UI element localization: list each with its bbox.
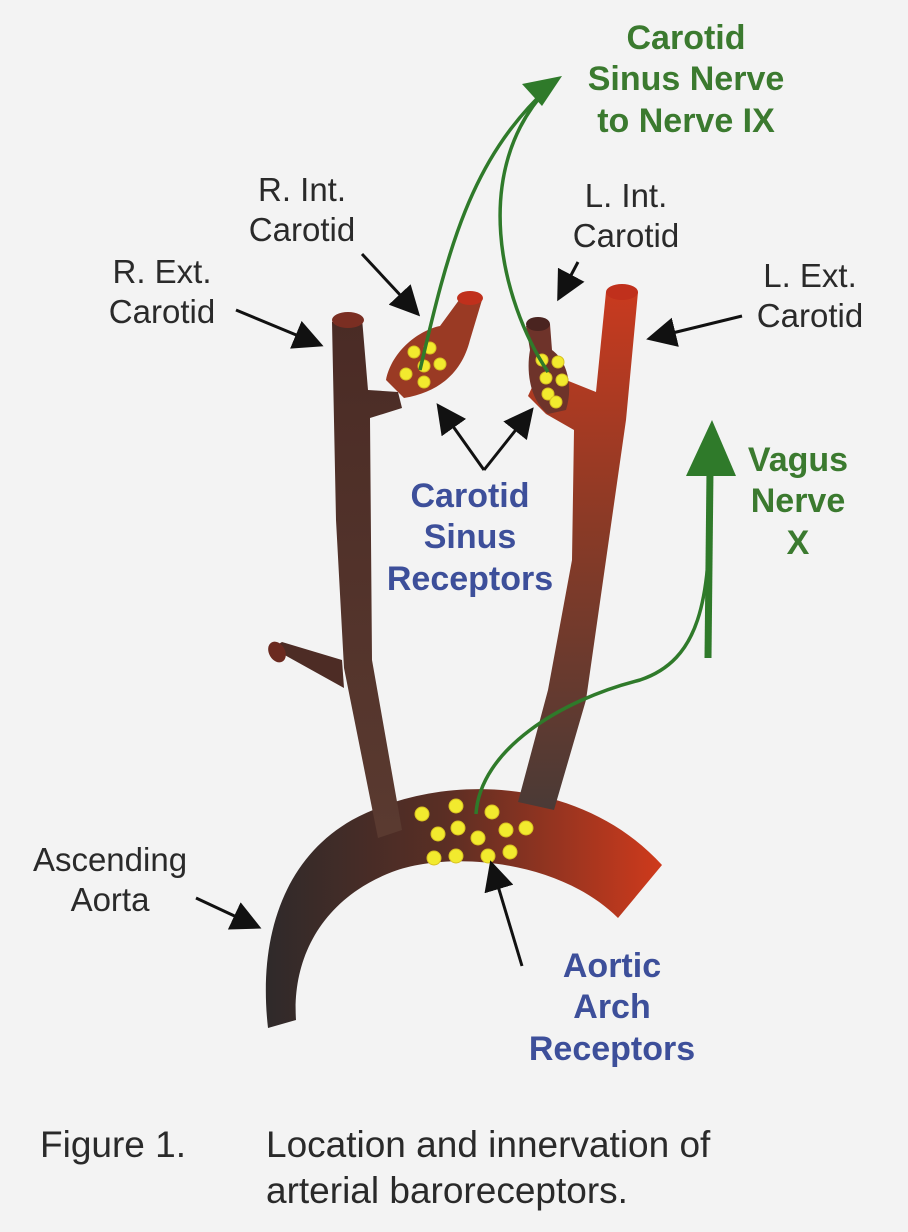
receptor-dot	[470, 830, 486, 846]
receptor-dot	[417, 375, 431, 389]
receptor-dot	[549, 395, 563, 409]
label-line: Aortic	[562, 947, 662, 985]
label-line: Ascending	[32, 841, 188, 878]
l-carotid-sinus-nerve	[498, 86, 550, 373]
r-ext-carotid-pointer	[235, 308, 324, 349]
ascending-aorta-pointer	[195, 896, 262, 930]
receptor-dot	[498, 822, 514, 838]
carotid-sinus-nerves	[418, 86, 550, 373]
right-carotid-trunk	[332, 318, 402, 838]
figure-caption-line-2: arterial baroreceptors.	[266, 1170, 628, 1211]
aortic-arch-pointer	[484, 860, 524, 967]
label-line: L. Int.	[584, 177, 668, 214]
receptor-dot	[484, 804, 500, 820]
receptor-dot	[539, 371, 553, 385]
vagus-nerve-label: Vagus Nerve X	[738, 440, 858, 564]
label-line: Carotid	[626, 19, 746, 57]
vagus-nerve-arrow-shaft	[704, 469, 714, 659]
carotid-sinus-receptors-label: Carotid Sinus Receptors	[370, 476, 570, 600]
l-ext-carotid-pointer	[646, 314, 743, 347]
receptor-dot	[518, 820, 534, 836]
figure-caption-line-1: Location and innervation of	[266, 1124, 711, 1165]
label-line: Carotid	[572, 217, 680, 255]
receptor-dot	[426, 850, 442, 866]
carotid-sinus-nerve-label: Carotid Sinus Nerve to Nerve IX	[566, 18, 806, 142]
carotid-sinus-pointer-left	[436, 403, 486, 471]
r-carotid-sinus-nerve	[418, 86, 550, 371]
label-line: R. Int.	[257, 171, 347, 208]
left-carotid-trunk	[518, 292, 638, 810]
label-line: Carotid	[410, 477, 530, 515]
receptor-dot	[407, 345, 421, 359]
label-line: Vagus	[747, 441, 849, 479]
l-ext-carotid-label: L. Ext. Carotid	[740, 256, 880, 337]
l-int-carotid-pointer	[557, 261, 585, 302]
r-int-carotid-pointer	[360, 252, 421, 317]
receptor-dot	[430, 826, 446, 842]
label-line: Aorta	[70, 881, 150, 919]
receptor-dot	[399, 367, 413, 381]
vagus-nerve-arrowhead	[686, 420, 736, 476]
l-int-carotid-opening	[526, 317, 550, 331]
label-line: Nerve	[750, 482, 846, 521]
aortic-arch-receptors-label: Aortic Arch Receptors	[512, 946, 712, 1070]
right-subclavian-stub	[272, 642, 344, 688]
receptor-dot	[551, 355, 565, 369]
label-line: L. Ext.	[763, 257, 857, 294]
r-int-carotid-opening	[457, 291, 483, 305]
l-carotid-sinus-receptors	[535, 353, 569, 409]
receptor-dot	[502, 844, 518, 860]
label-line: Arch	[573, 988, 651, 1027]
receptor-dot	[433, 357, 447, 371]
r-ext-carotid-label: R. Ext. Carotid	[92, 252, 232, 333]
label-line: Carotid	[756, 297, 864, 335]
pointer-arrows	[195, 252, 743, 967]
receptor-dot	[450, 820, 466, 836]
receptor-dot	[448, 798, 464, 814]
right-subclavian-opening	[268, 641, 286, 663]
label-line: R. Ext.	[112, 253, 212, 290]
label-line: X	[786, 523, 810, 562]
aortic-arch-receptors	[414, 798, 534, 866]
label-line: to Nerve IX	[597, 101, 775, 140]
receptor-dot	[541, 387, 555, 401]
figure-number: Figure 1.	[40, 1124, 187, 1165]
label-line: Carotid	[108, 293, 216, 331]
ascending-aorta-vessel	[265, 789, 662, 1028]
receptor-dot	[414, 806, 430, 822]
l-ext-carotid-opening	[606, 284, 638, 300]
label-line: Sinus	[423, 518, 517, 557]
label-line: Receptors	[386, 559, 554, 598]
carotid-sinus-pointer-right	[482, 407, 534, 471]
carotid-sinus-nerve-arrowhead	[522, 76, 562, 106]
receptor-dot	[448, 848, 464, 864]
ascending-aorta-label: Ascending Aorta	[10, 840, 210, 921]
receptor-dot	[555, 373, 569, 387]
receptor-dot	[480, 848, 496, 864]
label-line: Carotid	[248, 211, 356, 249]
r-ext-carotid-opening	[332, 312, 364, 328]
r-int-carotid-label: R. Int. Carotid	[232, 170, 372, 251]
l-int-carotid-label: L. Int. Carotid	[556, 176, 696, 257]
label-line: Receptors	[528, 1029, 696, 1068]
label-line: Sinus Nerve	[587, 60, 785, 99]
